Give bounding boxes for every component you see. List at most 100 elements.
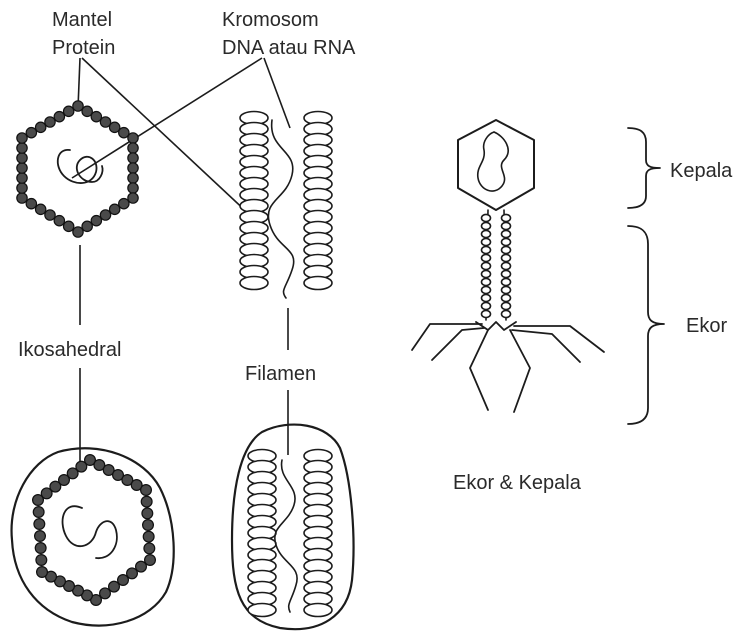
envelope-bead bbox=[37, 567, 48, 578]
capsid-bead bbox=[26, 198, 36, 208]
enveloped-filament-coil-ring bbox=[304, 604, 332, 617]
filament-capsid-coils bbox=[240, 112, 332, 290]
enveloped-genome-coil bbox=[63, 506, 117, 558]
sheath-ring-right bbox=[502, 254, 511, 261]
capsid-bead bbox=[109, 204, 119, 214]
filament-coil-ring bbox=[240, 277, 268, 290]
tail-fiber-left-inner bbox=[470, 330, 488, 410]
label-ekor-kepala: Ekor & Kepala bbox=[453, 472, 582, 494]
icosahedral-virus-bottom bbox=[12, 448, 174, 625]
capsid-bead bbox=[63, 106, 73, 116]
capsid-bead bbox=[119, 198, 129, 208]
capsid-bead bbox=[100, 210, 110, 220]
tail-fiber-right-mid bbox=[512, 330, 580, 362]
filament-genome-strand bbox=[268, 120, 293, 298]
brace-ekor bbox=[628, 226, 664, 424]
icosahedral-genome-coil bbox=[58, 150, 103, 183]
sheath-ring-right bbox=[502, 286, 511, 293]
capsid-bead bbox=[17, 193, 27, 203]
capsid-bead bbox=[128, 133, 138, 143]
capsid-bead bbox=[17, 153, 27, 163]
sheath-ring-left bbox=[482, 246, 491, 253]
label-ikosahedral: Ikosahedral bbox=[18, 339, 121, 361]
envelope-bead bbox=[143, 520, 154, 531]
envelope-bead bbox=[76, 461, 87, 472]
capsid-bead bbox=[128, 143, 138, 153]
phage-tail-sheath bbox=[482, 214, 511, 317]
capsid-bead bbox=[45, 117, 55, 127]
sheath-ring-right bbox=[502, 302, 511, 309]
enveloped-filament-coil-ring bbox=[248, 604, 276, 617]
sheath-ring-right bbox=[502, 262, 511, 269]
phage-head-genome bbox=[478, 132, 508, 191]
sheath-ring-left bbox=[482, 262, 491, 269]
capsid-bead bbox=[54, 111, 64, 121]
label-kromosom: Kromosom bbox=[222, 9, 319, 31]
envelope-bead bbox=[35, 543, 46, 554]
sheath-ring-left bbox=[482, 294, 491, 301]
sheath-ring-left bbox=[482, 254, 491, 261]
label-dna-rna: DNA atau RNA bbox=[222, 37, 356, 59]
capsid-bead bbox=[128, 183, 138, 193]
capsid-bead bbox=[91, 215, 101, 225]
capsid-bead bbox=[128, 153, 138, 163]
capsid-bead bbox=[63, 221, 73, 231]
enveloped-filament-genome bbox=[275, 460, 297, 612]
capsid-bead bbox=[73, 227, 83, 237]
sheath-ring-right bbox=[502, 278, 511, 285]
sheath-ring-right bbox=[502, 246, 511, 253]
capsid-bead bbox=[17, 173, 27, 183]
label-mantel: Mantel bbox=[52, 9, 112, 31]
filament-coil-ring bbox=[304, 277, 332, 290]
brace-kepala bbox=[628, 128, 660, 208]
sheath-ring-left bbox=[482, 214, 491, 221]
sheath-ring-left bbox=[482, 278, 491, 285]
capsid-bead bbox=[45, 210, 55, 220]
label-kepala: Kepala bbox=[670, 160, 733, 182]
envelope-bead bbox=[36, 555, 47, 566]
icosahedral-virus-top bbox=[17, 101, 138, 237]
capsid-bead bbox=[128, 163, 138, 173]
capsid-bead bbox=[54, 215, 64, 225]
capsid-bead bbox=[35, 122, 45, 132]
sheath-ring-right bbox=[502, 294, 511, 301]
capsid-bead bbox=[17, 163, 27, 173]
sheath-ring-right bbox=[502, 238, 511, 245]
phage-tail-fibers bbox=[412, 324, 604, 412]
sheath-ring-left bbox=[482, 238, 491, 245]
capsid-bead bbox=[82, 221, 92, 231]
filamentous-virus-top bbox=[240, 112, 332, 299]
sheath-ring-right bbox=[502, 230, 511, 237]
sheath-ring-left bbox=[482, 302, 491, 309]
envelope-bead bbox=[142, 508, 153, 519]
sheath-ring-right bbox=[502, 214, 511, 221]
capsid-bead bbox=[17, 143, 27, 153]
tail-fiber-right-outer bbox=[514, 326, 604, 352]
sheath-ring-left bbox=[482, 286, 491, 293]
sheath-ring-right bbox=[502, 270, 511, 277]
label-protein: Protein bbox=[52, 37, 115, 59]
tail-fiber-right-inner bbox=[510, 330, 530, 412]
capsid-bead bbox=[128, 173, 138, 183]
enveloped-filament-coils bbox=[248, 450, 332, 617]
envelope-bead bbox=[34, 519, 45, 530]
filamentous-virus-bottom bbox=[232, 425, 354, 630]
label-ekor: Ekor bbox=[686, 315, 727, 337]
capsid-bead bbox=[26, 127, 36, 137]
envelope-protein-beads bbox=[33, 455, 156, 606]
sheath-ring-left bbox=[482, 310, 491, 317]
envelope-bead bbox=[35, 531, 46, 542]
sheath-ring-left bbox=[482, 222, 491, 229]
bacteriophage bbox=[412, 120, 604, 412]
envelope-bead bbox=[143, 531, 154, 542]
envelope-bead bbox=[144, 543, 155, 554]
capsid-bead bbox=[35, 204, 45, 214]
capsid-bead bbox=[17, 183, 27, 193]
capsid-bead bbox=[128, 193, 138, 203]
envelope-bead bbox=[33, 507, 44, 518]
capsid-bead bbox=[17, 133, 27, 143]
sheath-ring-left bbox=[482, 230, 491, 237]
envelope-bead bbox=[141, 485, 152, 496]
label-filamen: Filamen bbox=[245, 363, 316, 385]
